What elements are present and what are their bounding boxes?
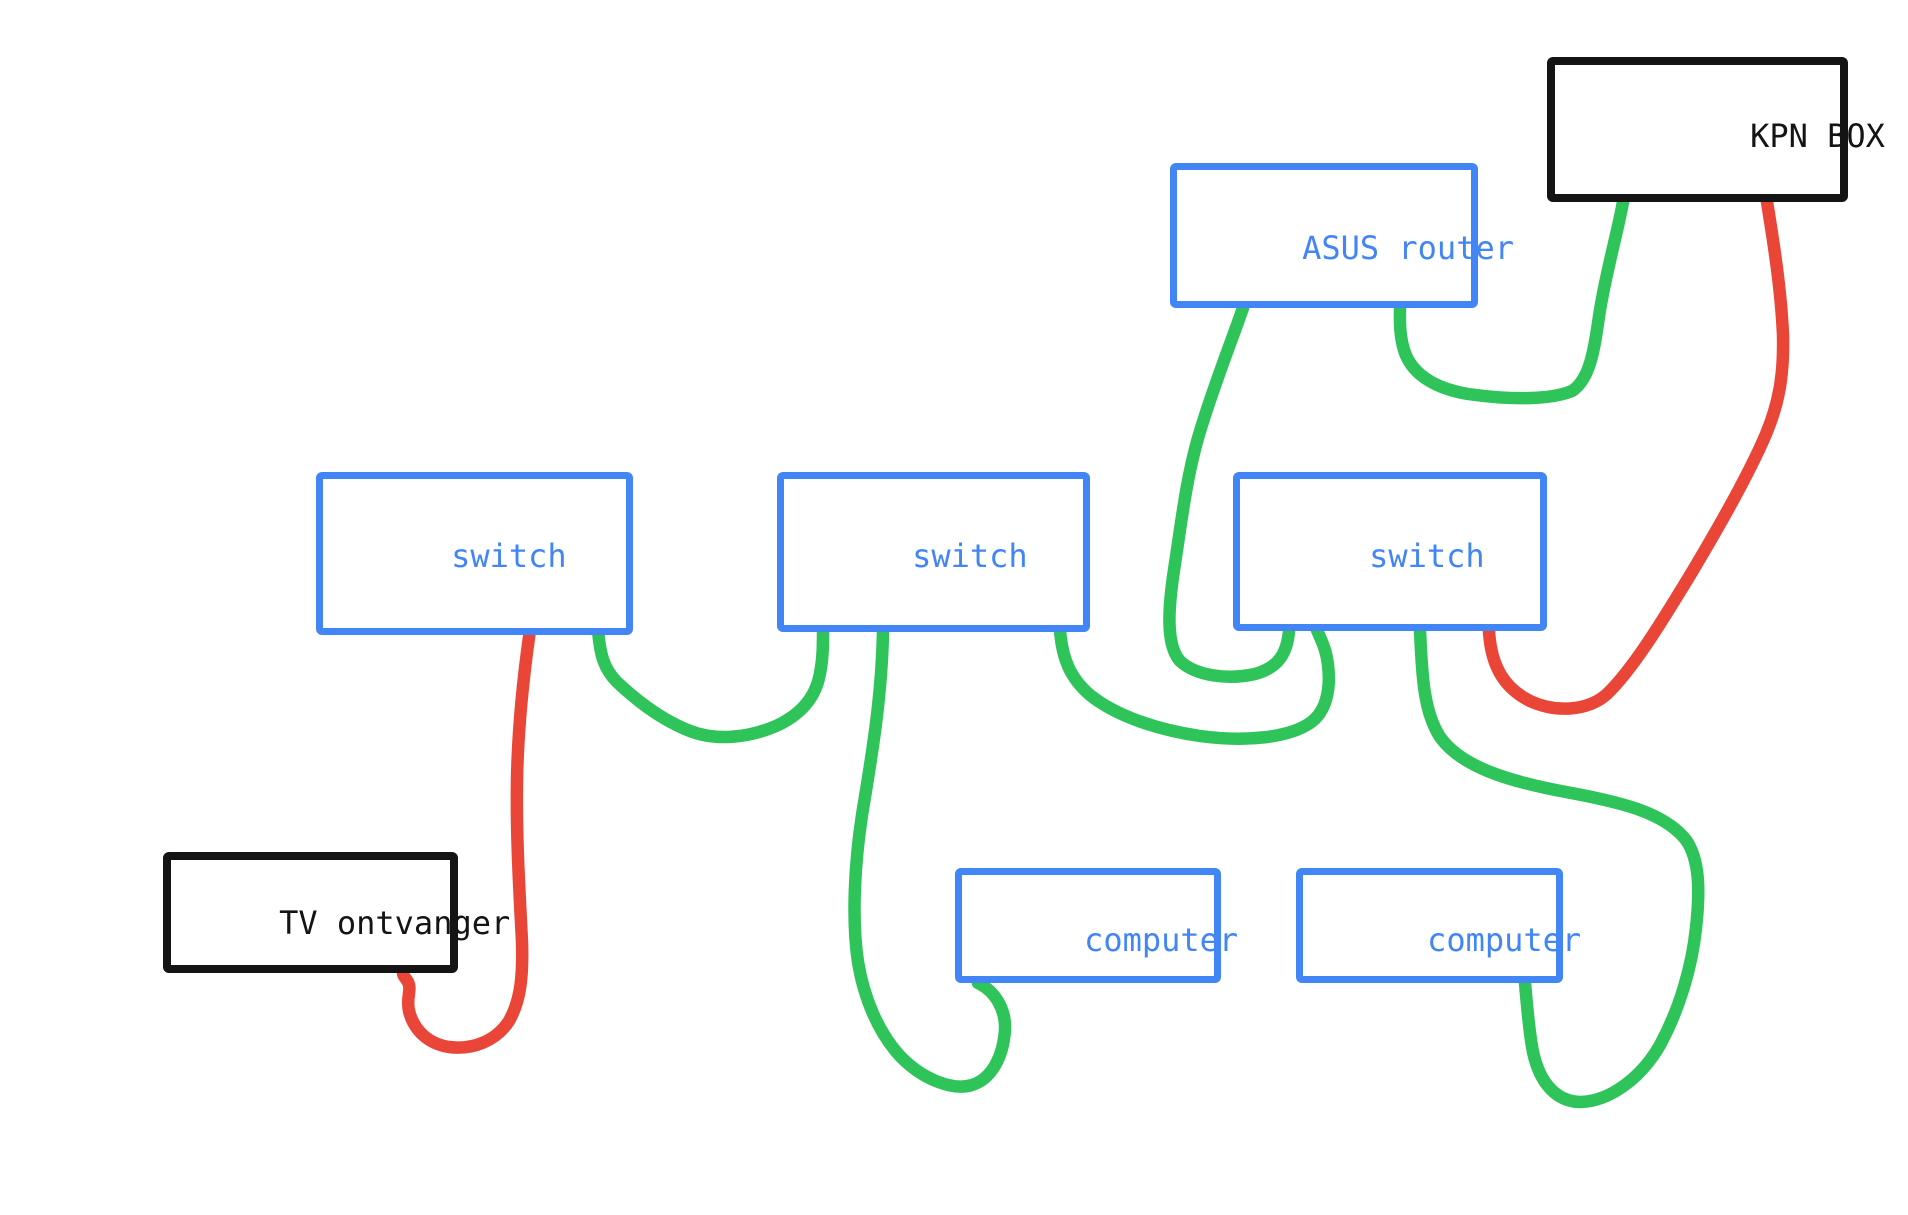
cable-switchright-computerright	[1413, 623, 1705, 1109]
node-label: TV ontvanger	[279, 904, 511, 942]
node-label: computer	[1427, 921, 1582, 959]
cable-asusrouter-switchright	[1163, 301, 1296, 683]
node-computer-left[interactable]: computer	[955, 868, 1238, 983]
cable-switchmiddle-switchright	[1053, 623, 1336, 745]
node-label: computer	[1084, 921, 1239, 959]
node-label: switch	[451, 537, 567, 575]
cable-kpnbox-asusrouter	[1393, 195, 1630, 405]
node-label: ASUS router	[1302, 229, 1514, 267]
node-switch-middle[interactable]: switch	[777, 472, 1090, 632]
cable-switchleft-tvontvanger	[396, 623, 537, 1054]
node-tv-ontvanger[interactable]: TV ontvanger	[163, 852, 510, 973]
node-switch-right[interactable]: switch	[1233, 472, 1547, 631]
node-asus-router[interactable]: ASUS router	[1170, 163, 1514, 308]
node-label: switch	[912, 537, 1028, 575]
cable-kpnbox-switchright	[1482, 195, 1790, 715]
node-label: switch	[1369, 537, 1485, 575]
cable-switchleft-switchmiddle	[591, 623, 830, 744]
node-label: KPN BOX	[1750, 117, 1885, 155]
node-kpn-box[interactable]: KPN BOX	[1547, 57, 1885, 202]
node-computer-right[interactable]: computer	[1296, 868, 1581, 983]
node-switch-left[interactable]: switch	[316, 472, 633, 635]
cable-switchmiddle-computerleft	[848, 623, 1012, 1093]
